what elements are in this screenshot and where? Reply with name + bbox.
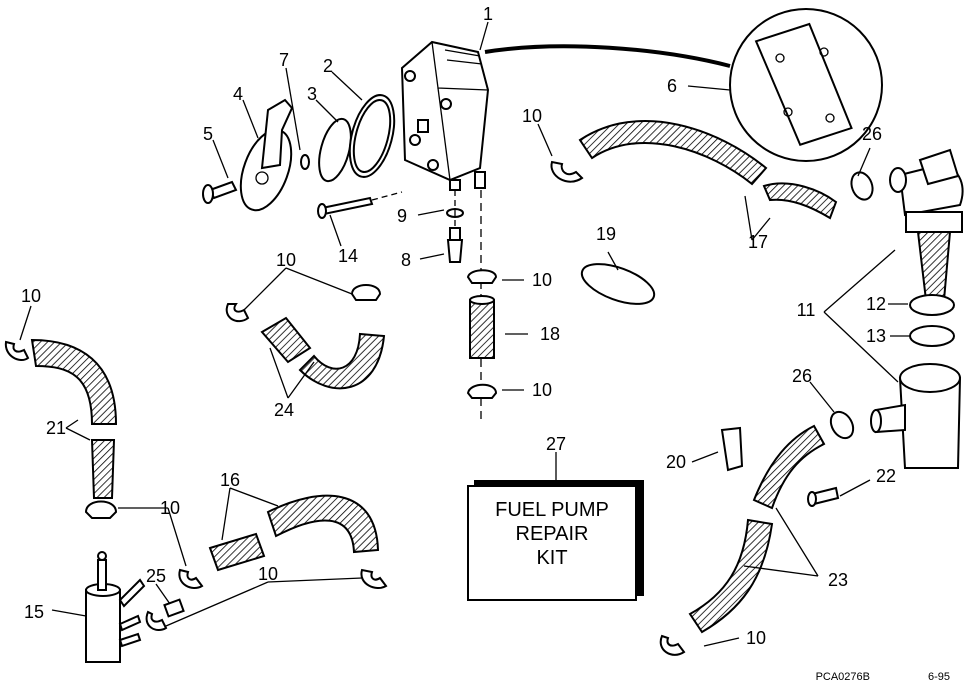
callout-10-bottom-right: 10: [746, 628, 766, 648]
callout-27: 27: [546, 434, 566, 454]
callout-10-bottom: 10: [258, 564, 278, 584]
callout-22: 22: [876, 466, 896, 486]
callout-16: 16: [220, 470, 240, 490]
callout-3: 3: [307, 84, 317, 104]
callout-10-middle: 10: [276, 250, 296, 270]
callout-20: 20: [666, 452, 686, 472]
gasket-detail-circle: [729, 8, 883, 162]
figure-code: PCA0276B: [816, 671, 870, 683]
fuel-filter-assembly: [850, 148, 964, 469]
fuel-connector-15: [85, 551, 388, 663]
callout-23: 23: [828, 570, 848, 590]
hose-16: [208, 494, 380, 572]
hose-24: [225, 284, 386, 390]
callout-numbers: 1 2 3 4 5 6 7 8 9 10 10 10 10 10 10 10 1…: [21, 4, 896, 648]
callout-25: 25: [146, 566, 166, 586]
callout-13: 13: [866, 326, 886, 346]
callout-24: 24: [274, 400, 294, 420]
callout-21: 21: [46, 418, 66, 438]
callout-10-filter-bottom: 10: [532, 380, 552, 400]
callout-17: 17: [748, 232, 768, 252]
callout-7: 7: [279, 50, 289, 70]
callout-18: 18: [540, 324, 560, 344]
callout-12: 12: [866, 294, 886, 314]
callout-19: 19: [596, 224, 616, 244]
callout-10-filter-top: 10: [532, 270, 552, 290]
callout-4: 4: [233, 84, 243, 104]
callout-8: 8: [401, 250, 411, 270]
callout-10-lower-left: 10: [160, 498, 180, 518]
figure-date: 6-95: [928, 671, 950, 683]
kit-line-1: FUEL PUMP: [495, 499, 609, 521]
hose-17: [550, 120, 838, 220]
callout-10-upper: 10: [522, 106, 542, 126]
kit-line-2: REPAIR: [516, 523, 589, 545]
callout-9: 9: [397, 206, 407, 226]
callout-2: 2: [323, 56, 333, 76]
fuel-pump-body: [400, 40, 731, 191]
hose-21: [4, 338, 118, 519]
callout-26-lower: 26: [792, 366, 812, 386]
callout-11: 11: [797, 300, 816, 320]
callout-15: 15: [24, 602, 44, 622]
leader-lines: [19, 21, 910, 647]
pump-cover-parts: [202, 94, 403, 219]
repair-kit-box: FUEL PUMP REPAIR KIT: [467, 480, 644, 601]
pump-fittings: [446, 190, 498, 420]
filter-screen-19: [580, 263, 656, 305]
callout-5: 5: [203, 124, 213, 144]
kit-line-3: KIT: [536, 547, 567, 569]
callout-10-left: 10: [21, 286, 41, 306]
callout-1: 1: [483, 4, 493, 24]
callout-14: 14: [338, 246, 358, 266]
hose-23: [659, 410, 855, 656]
callout-6: 6: [667, 76, 677, 96]
callout-26-upper: 26: [862, 124, 882, 144]
